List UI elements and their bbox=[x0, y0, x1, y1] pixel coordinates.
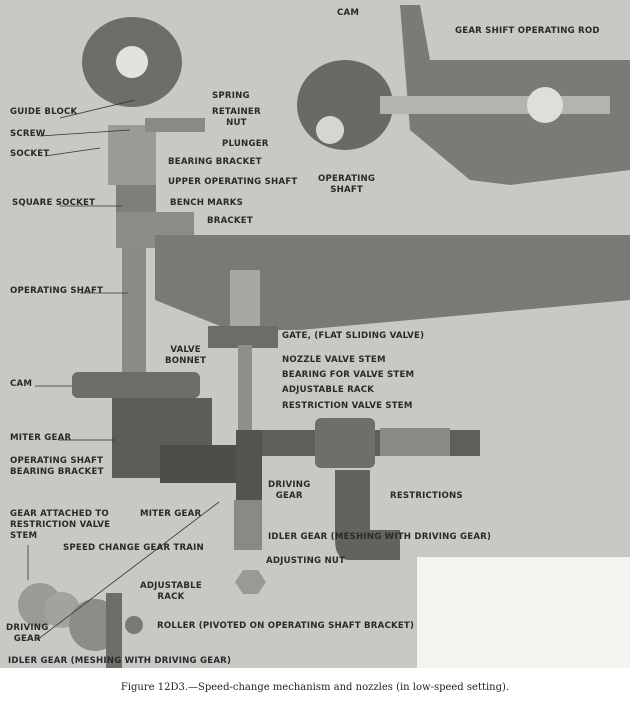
label-idler-gear-detail: IDLER GEAR (MESHING WITH DRIVING GEAR) bbox=[8, 656, 232, 666]
label-miter-gear: MITER GEAR bbox=[140, 509, 202, 519]
label-bearing-for-valve-stem: BEARING FOR VALVE STEM bbox=[282, 370, 415, 380]
top-cam-disc bbox=[82, 17, 182, 107]
label-valve-bonnet-line2: BONNET bbox=[165, 356, 207, 366]
label-upper-operating-shaft: UPPER OPERATING SHAFT bbox=[168, 177, 298, 187]
label-adj-rack-line1: ADJUSTABLE bbox=[140, 581, 202, 591]
label-osbb-line2: BEARING BRACKET bbox=[10, 467, 104, 477]
label-driving-gear-line1: DRIVING bbox=[268, 480, 311, 490]
blank-area bbox=[417, 557, 630, 668]
driving-gear-stack bbox=[234, 430, 266, 594]
label-socket: SOCKET bbox=[10, 149, 50, 159]
leader-lines bbox=[27, 99, 220, 641]
label-adjustable-rack: ADJUSTABLE RACK bbox=[282, 385, 375, 395]
label-valve-bonnet-line1: VALVE bbox=[170, 345, 201, 355]
label-cam-top: CAM bbox=[337, 8, 360, 18]
label-square-socket: SQUARE SOCKET bbox=[12, 198, 96, 208]
label-adjusting-nut: ADJUSTING NUT bbox=[266, 556, 346, 566]
restriction-valve bbox=[240, 418, 480, 560]
label-gear-attached-line3: STEM bbox=[10, 531, 38, 541]
label-gate: GATE, (FLAT SLIDING VALVE) bbox=[282, 331, 425, 341]
adjustable-rack-detail bbox=[106, 593, 122, 668]
cam bbox=[72, 372, 200, 398]
label-op-shaft-top-line1: OPERATING bbox=[318, 174, 376, 184]
label-idler-gear: IDLER GEAR (MESHING WITH DRIVING GEAR) bbox=[268, 532, 492, 542]
label-restrictions: RESTRICTIONS bbox=[390, 491, 463, 501]
label-osbb-line1: OPERATING SHAFT bbox=[10, 456, 104, 466]
label-op-shaft-top-line2: SHAFT bbox=[330, 185, 363, 195]
figure-caption: Figure 12D3.—Speed-change mechanism and … bbox=[120, 682, 510, 693]
label-driving-gear-detail-line1: DRIVING bbox=[6, 623, 49, 633]
label-adj-rack-line2: RACK bbox=[157, 592, 185, 602]
label-operating-shaft: OPERATING SHAFT bbox=[10, 286, 104, 296]
label-driving-gear-line2: GEAR bbox=[275, 491, 303, 501]
label-nozzle-valve-stem: NOZZLE VALVE STEM bbox=[282, 355, 386, 365]
adjusting-nut bbox=[235, 570, 266, 594]
label-miter-gear-left: MITER GEAR bbox=[10, 433, 72, 443]
label-screw: SCREW bbox=[10, 129, 46, 139]
label-bracket: BRACKET bbox=[207, 216, 253, 226]
top-right-housing bbox=[297, 5, 630, 185]
roller bbox=[125, 616, 143, 634]
label-bearing-bracket: BEARING BRACKET bbox=[168, 157, 262, 167]
label-retainer-nut-line2: NUT bbox=[226, 118, 247, 128]
gear-train-detail bbox=[18, 583, 143, 668]
label-speed-change-gear-train: SPEED CHANGE GEAR TRAIN bbox=[63, 543, 204, 553]
label-gear-attached-line1: GEAR ATTACHED TO bbox=[10, 509, 109, 519]
label-restriction-valve-stem: RESTRICTION VALVE STEM bbox=[282, 401, 413, 411]
label-plunger: PLUNGER bbox=[222, 139, 269, 149]
label-driving-gear-detail-line2: GEAR bbox=[13, 634, 41, 644]
label-gear-attached-line2: RESTRICTION VALVE bbox=[10, 520, 111, 530]
label-roller: ROLLER (PIVOTED ON OPERATING SHAFT BRACK… bbox=[157, 621, 415, 631]
label-spring: SPRING bbox=[212, 91, 250, 101]
label-gear-shift-operating-rod: GEAR SHIFT OPERATING ROD bbox=[455, 26, 600, 36]
label-retainer-nut-line1: RETAINER bbox=[212, 107, 261, 117]
mechanism-drawing bbox=[18, 5, 630, 668]
label-bench-marks: BENCH MARKS bbox=[170, 198, 243, 208]
label-cam: CAM bbox=[10, 379, 33, 389]
label-guide-block: GUIDE BLOCK bbox=[10, 107, 78, 117]
operating-shaft bbox=[122, 248, 146, 373]
